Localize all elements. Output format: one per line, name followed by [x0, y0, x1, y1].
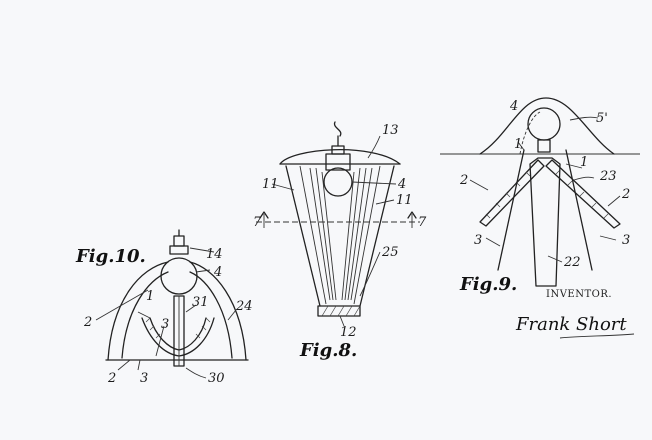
fig10-label-24: 24 — [235, 299, 253, 314]
fig9-label-2b: 2 — [621, 187, 630, 202]
fig8-label-12: 12 — [340, 325, 357, 340]
fig8-label-11b: 11 — [396, 193, 413, 208]
fig8-label-7a: 7 — [253, 215, 262, 230]
fig9-title: Fig.9. — [459, 274, 517, 295]
fig9-label-2a: 2 — [459, 173, 468, 188]
fig9-label-1b: 1 — [580, 155, 588, 170]
fig8-label-11a: 11 — [262, 177, 279, 192]
fig10-label-2: 2 — [83, 315, 92, 330]
inventor-signature: Frank Short — [515, 314, 627, 335]
fig10-label-3: 3 — [161, 317, 169, 332]
fig9-label-22: 22 — [563, 255, 581, 270]
fig10-label-30: 30 — [208, 371, 225, 386]
fig10-label-14: 14 — [206, 247, 223, 262]
fig10-drawing — [95, 229, 249, 379]
fig9-label-4: 4 — [509, 99, 518, 114]
inventor-heading: INVENTOR. — [546, 289, 612, 300]
fig9-label-5prime: 5' — [596, 111, 608, 126]
fig8-label-25: 25 — [381, 245, 399, 260]
signature-underline — [559, 333, 635, 339]
fig8-label-4: 4 — [397, 177, 406, 192]
fig8-title: Fig.8. — [299, 340, 357, 361]
fig9-label-3a: 3 — [474, 233, 482, 248]
fig9-label-3b: 3 — [622, 233, 630, 248]
fig8-drawing — [256, 121, 420, 327]
fig10-label-31: 31 — [192, 295, 209, 310]
fig9-label-23: 23 — [599, 169, 617, 184]
fig9-drawing — [440, 97, 640, 287]
fig9-label-1a: 1 — [514, 137, 522, 152]
fig10-label-2b: 2 — [107, 371, 116, 386]
fig10-label-1: 1 — [146, 289, 154, 304]
fig10-label-4: 4 — [213, 265, 222, 280]
fig10-label-3b: 3 — [140, 371, 148, 386]
fig10-title: Fig.10. — [75, 246, 146, 267]
fig8-label-7b: 7 — [418, 215, 427, 230]
fig8-label-13: 13 — [382, 123, 399, 138]
